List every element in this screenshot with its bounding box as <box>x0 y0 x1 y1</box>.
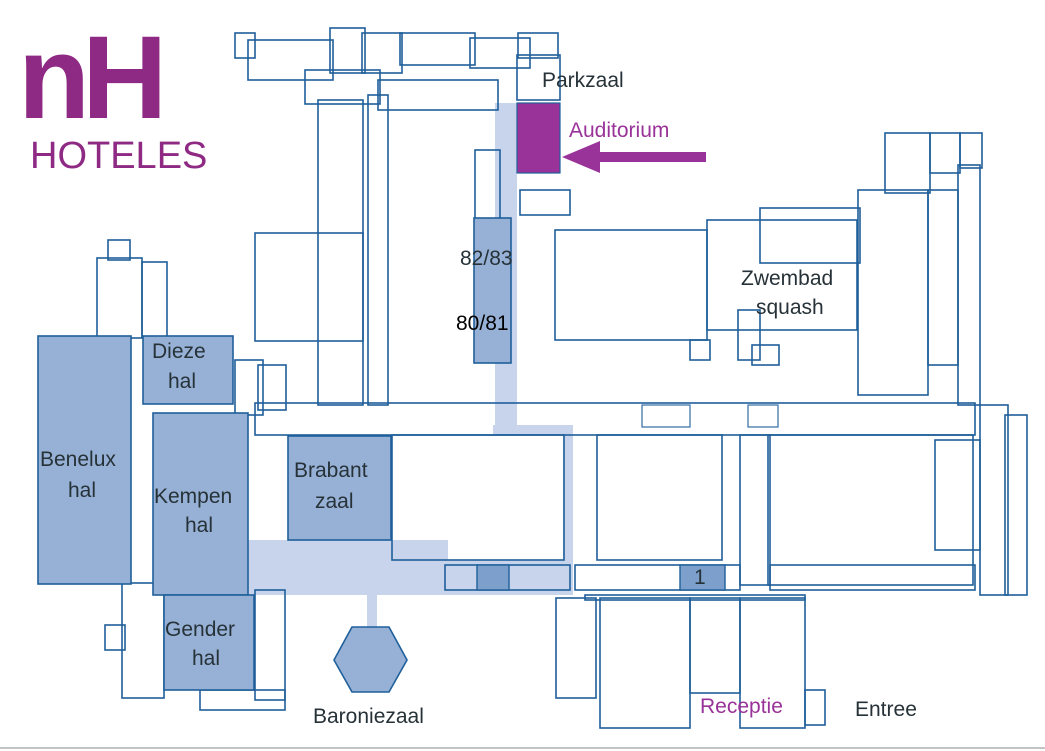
room-8081-label: 80/81 <box>456 312 509 335</box>
baroniezaal-label: Baroniezaal <box>313 705 424 728</box>
parkzaal-label: Parkzaal <box>542 69 624 92</box>
room-labels: Parkzaal Auditorium 82/83 80/81 Zwembad … <box>40 69 917 728</box>
dieze-label-line2: hal <box>168 370 196 393</box>
dieze-label-line1: Dieze <box>152 340 206 363</box>
walls <box>96 27 1028 729</box>
zwembad-label: Zwembad <box>741 267 833 290</box>
room-1[interactable] <box>679 564 726 591</box>
benelux-label-line2: hal <box>68 479 96 502</box>
auditorium-label: Auditorium <box>569 119 669 142</box>
gender-label-line1: Gender <box>165 618 235 641</box>
highlighted-rooms <box>37 102 726 693</box>
receptie-label: Receptie <box>700 695 783 718</box>
small-room-highlight <box>476 564 510 591</box>
kempen-label-line2: hal <box>185 514 213 537</box>
entree-label: Entree <box>855 698 917 721</box>
room-8283-label: 82/83 <box>460 247 513 270</box>
nh-hoteles-logo: nH HOTELES <box>18 12 207 177</box>
kempen-label-line1: Kempen <box>154 485 232 508</box>
gender-label-line2: hal <box>192 647 220 670</box>
logo-mark: nH <box>18 12 160 144</box>
benelux-hal-room[interactable] <box>37 335 132 585</box>
brabant-label-line1: Brabant <box>294 459 368 482</box>
logo-subtitle: HOTELES <box>30 135 207 177</box>
gender-hal-room[interactable] <box>163 594 255 691</box>
arrow-left-icon <box>562 141 706 173</box>
kempen-hal-room[interactable] <box>152 412 249 596</box>
brabant-zaal-room[interactable] <box>287 435 392 541</box>
dieze-hal-room[interactable] <box>142 335 234 405</box>
room-1-label: 1 <box>694 566 706 589</box>
benelux-label-line1: Benelux <box>40 448 116 471</box>
brabant-label-line2: zaal <box>315 490 354 513</box>
room-80-83[interactable] <box>473 217 512 364</box>
squash-label: squash <box>756 296 824 319</box>
baroniezaal-hexagon[interactable] <box>333 626 408 693</box>
corridors <box>248 103 573 630</box>
auditorium-room[interactable] <box>516 102 561 174</box>
